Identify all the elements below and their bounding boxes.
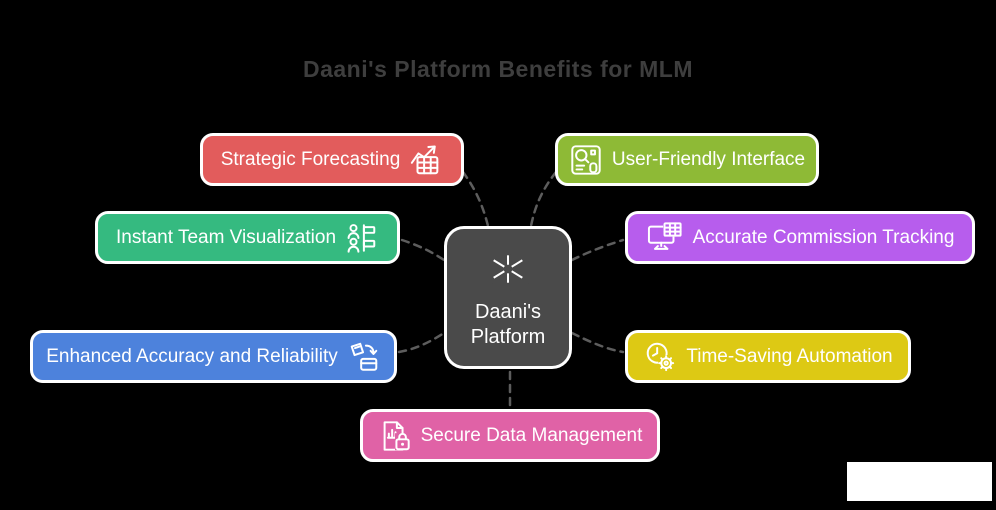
connector-team [400,238,446,262]
center-node-label: Daani's Platform [471,300,545,350]
document-lock-icon [383,420,410,451]
benefit-strategic-forecasting: Strategic Forecasting [200,133,464,186]
data-sync-icon [350,342,378,371]
connector-accuracy [397,331,446,354]
team-org-icon [347,223,376,253]
benefit-label: Enhanced Accuracy and Reliability [46,345,338,367]
benefit-label: Instant Team Visualization [115,226,337,248]
connector-automation [570,331,625,354]
benefit-label: User-Friendly Interface [611,148,806,170]
benefit-label: Time-Saving Automation [686,345,893,367]
benefit-label: Accurate Commission Tracking [692,226,955,248]
benefit-user-friendly-interface: User-Friendly Interface [555,133,819,186]
center-node-daanis-platform: Daani's Platform [444,226,572,369]
benefit-label: Strategic Forecasting [220,148,401,170]
benefit-enhanced-accuracy-reliability: Enhanced Accuracy and Reliability [30,330,397,383]
benefit-accurate-commission-tracking: Accurate Commission Tracking [625,211,975,264]
network-nodes-icon [485,246,531,292]
benefit-instant-team-visualization: Instant Team Visualization [95,211,400,264]
connector-strategic [461,170,490,228]
clock-gear-icon [647,342,675,371]
interface-screen-icon [571,144,601,175]
benefit-secure-data-management: Secure Data Management [360,409,660,462]
benefit-time-saving-automation: Time-Saving Automation [625,330,911,383]
connector-commission [570,238,625,262]
benefit-label: Secure Data Management [420,424,643,446]
monitor-spreadsheet-icon [647,221,682,250]
page-title: Daani's Platform Benefits for MLM [302,56,693,82]
watermark-cover-rectangle [847,462,992,501]
center-node-line2: Platform [470,326,546,348]
connector-interface [529,170,558,228]
forecast-chart-icon [411,145,439,174]
center-node-line1: Daani's [474,301,542,323]
